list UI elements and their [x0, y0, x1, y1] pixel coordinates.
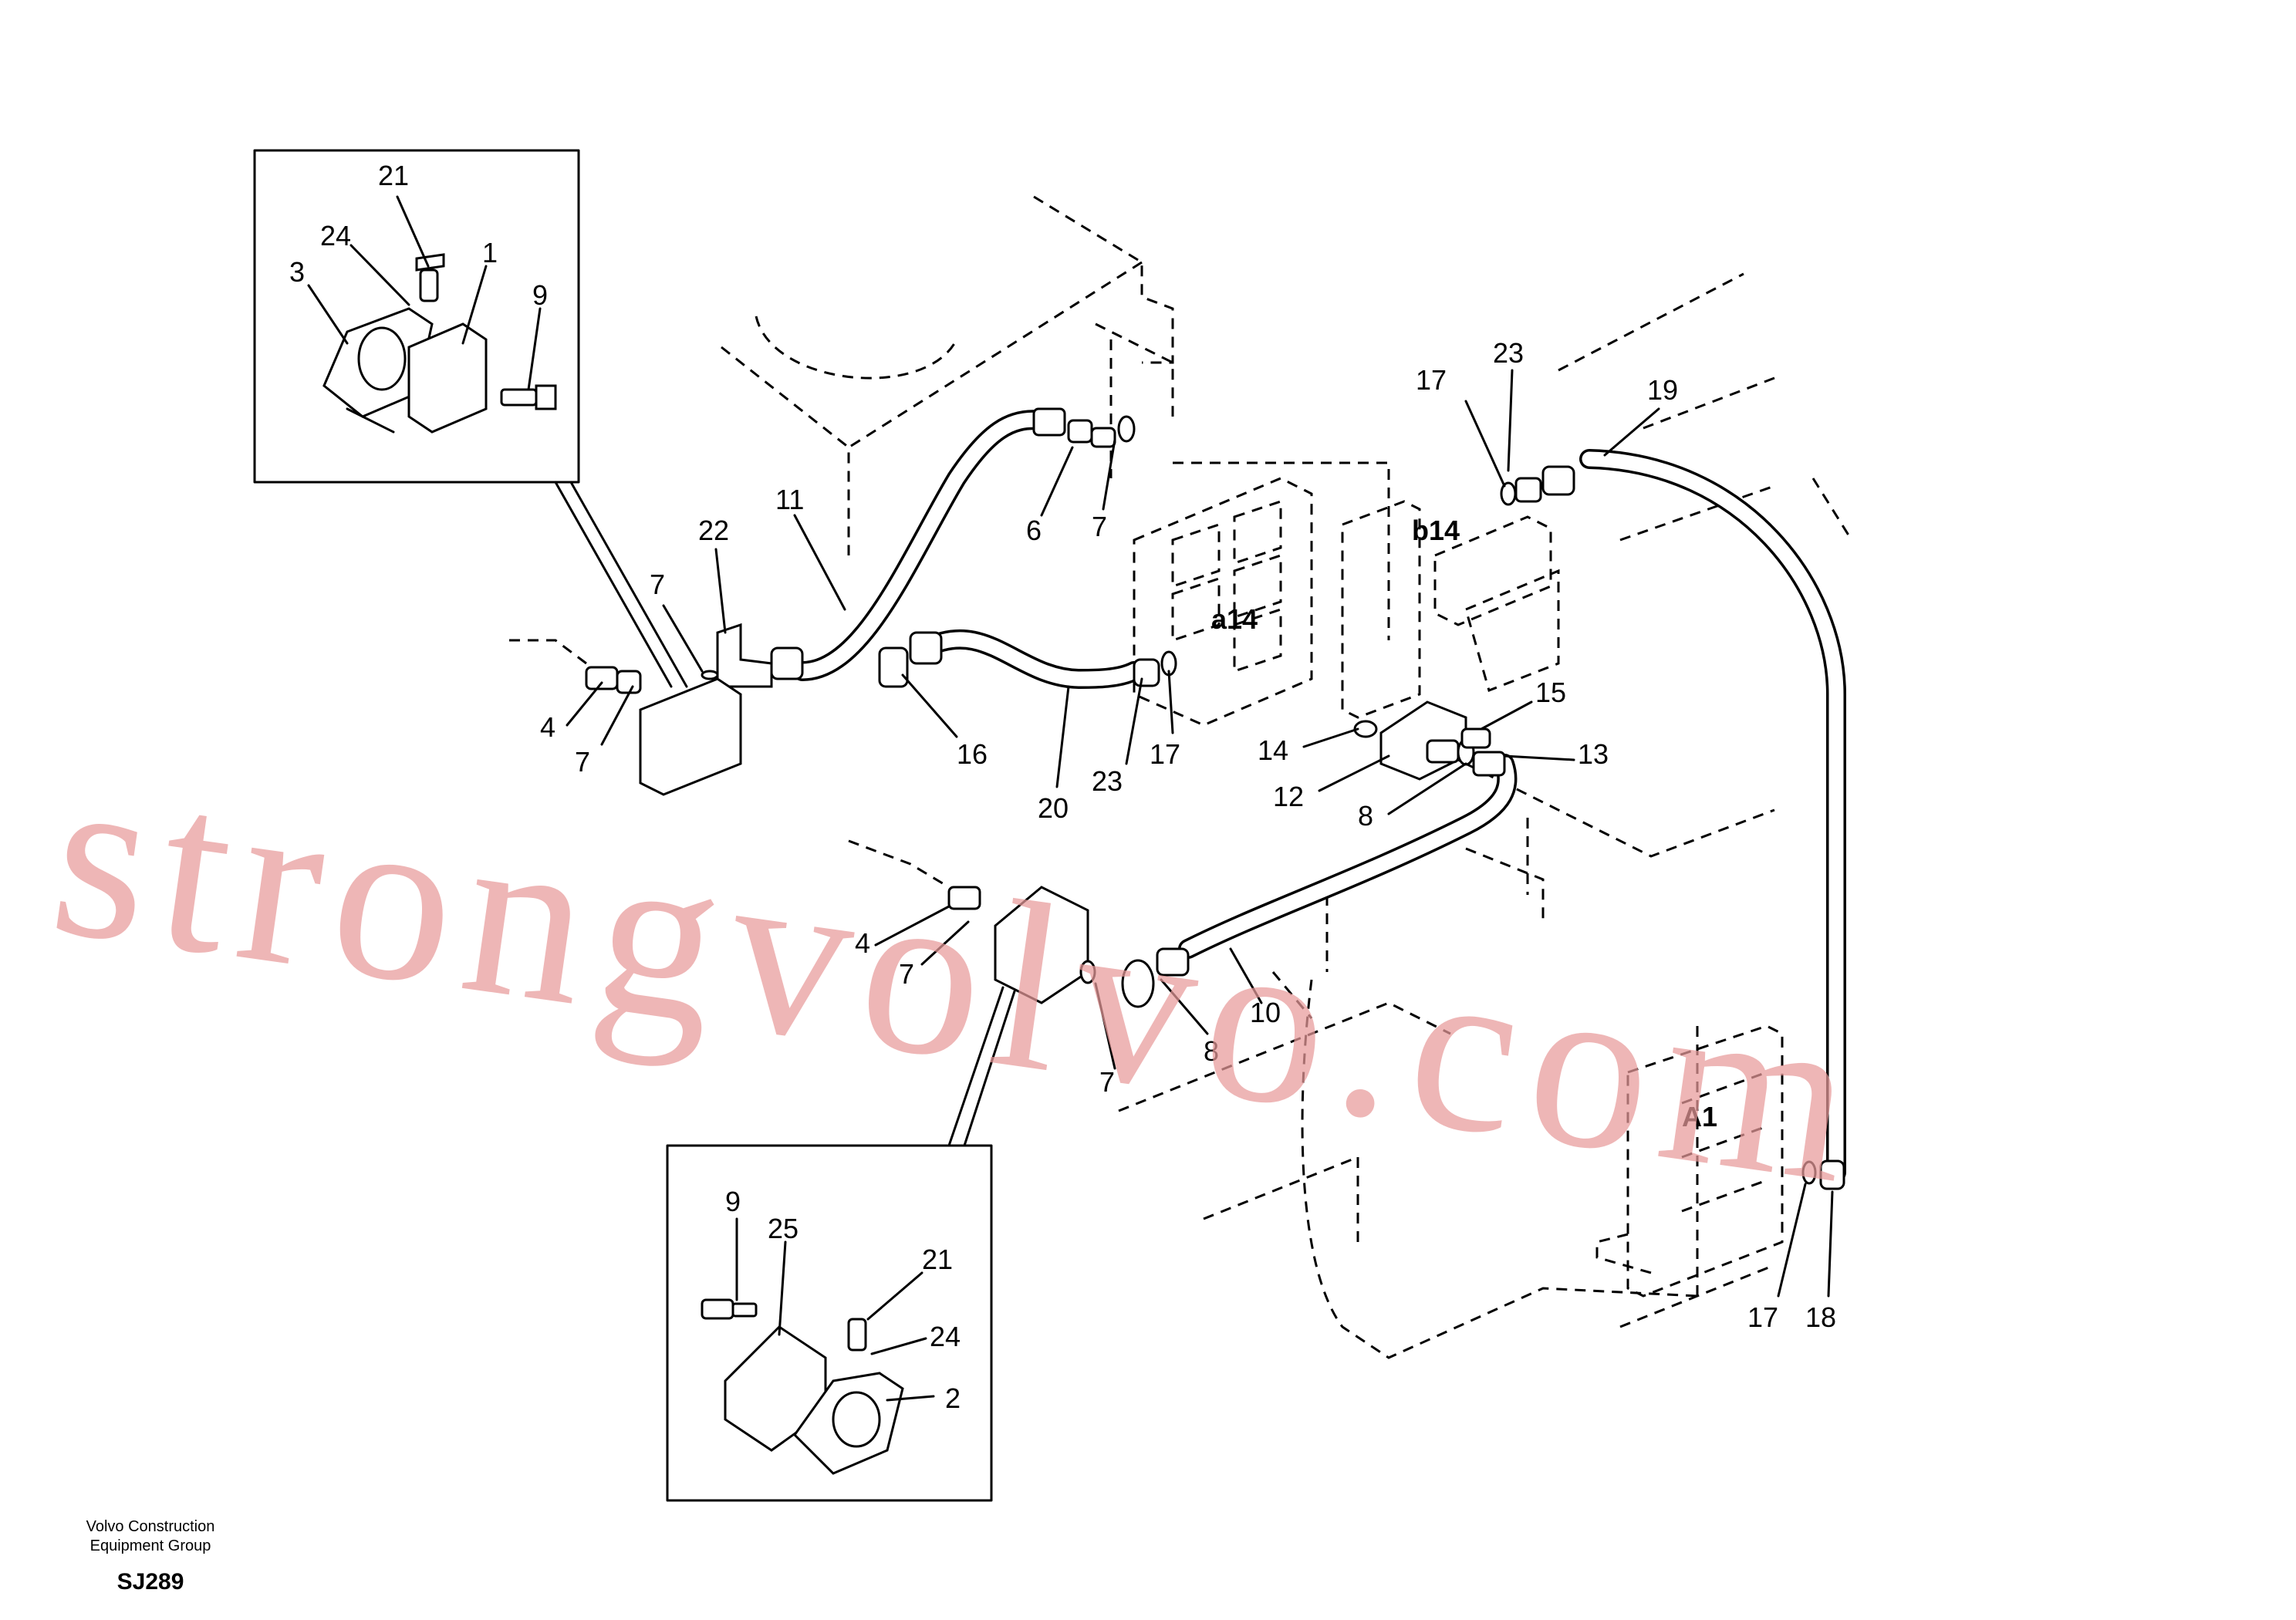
label-23-top-right: 23 [1493, 337, 1524, 369]
label-inset-bottom-24: 24 [930, 1321, 961, 1352]
label-17-bottom-right: 17 [1747, 1301, 1778, 1333]
label-8-lower: 8 [1204, 1035, 1219, 1067]
port-label-a14: a14 [1211, 603, 1258, 635]
label-inset-bottom-21: 21 [922, 1244, 953, 1275]
label-17-center: 17 [1150, 738, 1180, 770]
label-14: 14 [1258, 734, 1288, 766]
label-7-lower: 7 [1099, 1066, 1115, 1098]
inset-top-labels: 21 24 1 3 9 [289, 160, 548, 311]
label-inset-top-21: 21 [378, 160, 409, 191]
label-inset-bottom-9: 9 [725, 1186, 741, 1217]
footer-company-line1: Volvo Construction [86, 1518, 215, 1535]
label-7-upper-left: 7 [650, 569, 665, 600]
label-12: 12 [1273, 781, 1304, 812]
label-17-top-right: 17 [1416, 364, 1447, 396]
label-18: 18 [1805, 1301, 1836, 1333]
label-22: 22 [698, 515, 729, 546]
inset-bottom [666, 986, 1016, 1502]
label-inset-bottom-25: 25 [768, 1213, 799, 1244]
hose-lines [792, 410, 1846, 1183]
label-19: 19 [1647, 374, 1678, 406]
label-15: 15 [1535, 677, 1566, 708]
port-labels: b14 a14 A1 [1211, 515, 1717, 1132]
inset-bottom-labels: 9 25 21 24 2 [725, 1186, 961, 1414]
label-11: 11 [775, 484, 804, 515]
right-valve-block [1595, 1024, 1784, 1298]
label-7-lower-sensor: 7 [899, 958, 914, 990]
label-inset-bottom-2: 2 [945, 1382, 961, 1414]
label-7-top: 7 [1092, 511, 1107, 542]
label-8-center: 8 [1358, 800, 1373, 832]
label-4-lower: 4 [855, 927, 870, 959]
label-10: 10 [1250, 997, 1281, 1028]
fittings [509, 407, 1845, 1190]
label-inset-top-24: 24 [320, 220, 351, 251]
label-23-center: 23 [1092, 765, 1123, 797]
main-labels: 11 22 7 4 7 16 20 23 17 6 7 17 23 19 15 … [540, 337, 1836, 1333]
label-20: 20 [1038, 792, 1069, 824]
port-label-a1: A1 [1682, 1101, 1717, 1132]
label-inset-top-1: 1 [482, 237, 498, 268]
label-inset-top-3: 3 [289, 256, 305, 288]
label-4-upper: 4 [540, 711, 555, 743]
control-valve-block [1133, 477, 1560, 727]
machine-outline [721, 195, 1853, 1359]
footer-company-line2: Equipment Group [90, 1537, 211, 1554]
label-inset-top-9: 9 [532, 279, 548, 311]
inset-top [253, 149, 688, 688]
label-16: 16 [957, 738, 988, 770]
label-6: 6 [1026, 515, 1042, 546]
leader-lines [307, 195, 1834, 1402]
label-7-upper-sensor: 7 [575, 746, 590, 778]
watermark-text: strongvolvo.com [39, 720, 1881, 1235]
port-label-b14: b14 [1412, 515, 1460, 546]
footer: Volvo Construction Equipment Group SJ289 [86, 1518, 215, 1595]
drawing-code: SJ289 [117, 1569, 184, 1595]
label-13: 13 [1578, 738, 1609, 770]
